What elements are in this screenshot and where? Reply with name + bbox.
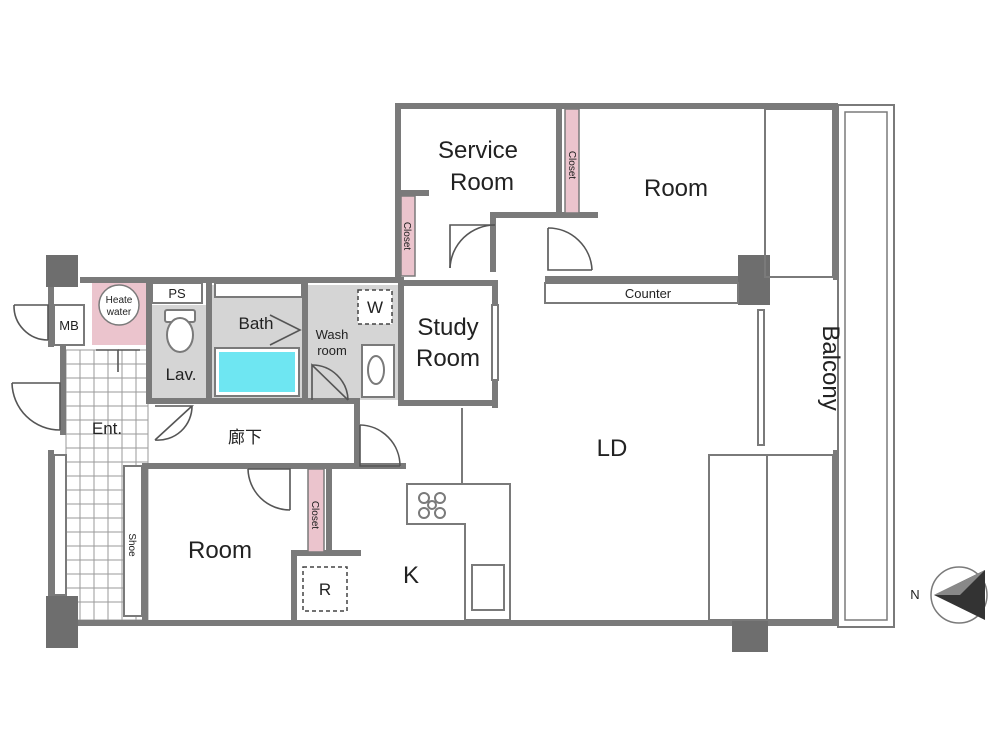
bathtub-water — [219, 352, 295, 392]
hallway-label: 廊下 — [228, 428, 262, 447]
kitchen-sink — [471, 564, 505, 611]
column — [46, 596, 78, 648]
washer-box — [357, 289, 393, 325]
water-heater — [98, 284, 140, 326]
window — [491, 304, 499, 381]
balcony-area — [837, 104, 895, 628]
kitchen-counter — [406, 483, 511, 621]
lavatory-label: Lav. — [166, 365, 197, 384]
counter-label: Counter — [625, 286, 672, 301]
closet-label: Closet — [566, 151, 577, 180]
toilet — [166, 317, 194, 353]
entrance-label: Ent. — [92, 419, 122, 438]
closet-service-room — [400, 195, 416, 277]
closet-label: Closet — [401, 222, 412, 251]
shoe-cabinet — [123, 465, 143, 617]
study-room-label-2: Room — [416, 345, 480, 372]
column — [46, 255, 78, 287]
service-room-label-1: Service — [438, 137, 518, 164]
study-room-label-1: Study — [417, 314, 478, 341]
shoe-label: Shoe — [126, 533, 137, 557]
heater-label-1: Heate — [106, 295, 133, 306]
wash-room-label-1: Wash — [316, 327, 349, 342]
balcony-label: Balcony — [817, 325, 844, 410]
walls — [48, 103, 838, 630]
bath-label: Bath — [239, 314, 274, 333]
ps-label: PS — [168, 286, 186, 301]
ld-label: LD — [597, 435, 628, 462]
closet-room — [564, 108, 580, 214]
window — [757, 309, 765, 446]
ld-cabinet-2 — [766, 454, 834, 621]
wash-room-label-2: room — [317, 343, 347, 358]
mb-label: MB — [59, 318, 79, 333]
heater-label-2: water — [106, 307, 132, 318]
refrigerator-box — [302, 566, 348, 612]
refrigerator-label: R — [319, 580, 331, 599]
service-room-label-2: Room — [450, 169, 514, 196]
wash-basin — [361, 344, 395, 398]
washer-label: W — [367, 298, 383, 317]
doors — [11, 224, 593, 511]
room-south-label: Room — [188, 537, 252, 564]
compass-north-label: N — [910, 587, 919, 602]
compass — [930, 566, 988, 624]
counter — [544, 282, 739, 304]
mb-box — [53, 304, 85, 346]
ld-cabinet — [708, 454, 768, 621]
kitchen-label: K — [403, 562, 419, 589]
entrance-cabinet — [53, 454, 67, 596]
closet-south-room — [307, 468, 325, 553]
room-north-label: Room — [644, 175, 708, 202]
room-wardrobe — [764, 108, 834, 278]
ps-box — [151, 282, 203, 304]
closet-label: Closet — [309, 501, 320, 530]
